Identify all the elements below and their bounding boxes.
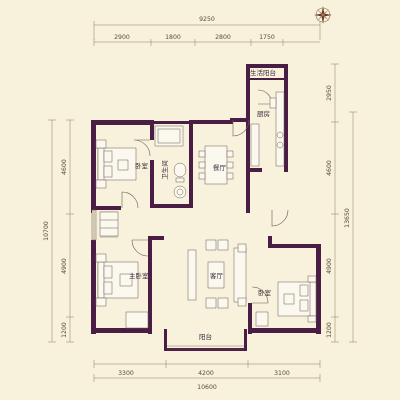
dim-bottom-total: 10600 (197, 384, 217, 391)
dim-bottom-seg-1: 3300 (118, 370, 134, 377)
label-service-balcony: 生活阳台 (250, 68, 276, 77)
label-bathroom: 卫生间 (160, 160, 169, 180)
label-kitchen: 厨房 (257, 109, 270, 118)
dim-right-total: 13650 (344, 208, 351, 228)
dim-top-seg-2: 1800 (165, 34, 181, 41)
dim-right-seg-1: 2950 (326, 85, 333, 101)
walls (91, 64, 321, 351)
label-bedroom-top: 卧室 (135, 161, 149, 170)
dim-top-seg-3: 2800 (215, 34, 231, 41)
compass-icon (314, 6, 332, 24)
windows (91, 209, 244, 350)
label-dining: 餐厅 (213, 163, 227, 172)
right-dimensions: 2950 4600 4900 1200 13650 (326, 63, 357, 343)
doors (121, 89, 289, 304)
dim-bottom-seg-3: 3100 (274, 370, 290, 377)
furniture (95, 91, 317, 329)
top-dimensions: 9250 2900 1800 2800 1750 (93, 16, 321, 46)
dim-top-seg-1: 2900 (114, 34, 130, 41)
bottom-dimensions: 3300 4200 3100 10600 (93, 360, 321, 391)
dim-right-seg-4: 1200 (326, 322, 333, 338)
label-master-bedroom: 主卧室 (129, 271, 149, 280)
label-balcony: 阳台 (199, 332, 212, 341)
label-bedroom-right: 卧室 (258, 288, 272, 297)
left-dimensions: 10700 4600 4900 1200 (43, 119, 74, 343)
dim-bottom-seg-2: 4200 (198, 370, 214, 377)
dim-left-total: 10700 (43, 221, 50, 241)
dim-left-seg-2: 4900 (61, 258, 68, 274)
dim-left-seg-3: 1200 (61, 322, 68, 338)
dim-right-seg-3: 4900 (326, 258, 333, 274)
label-living: 客厅 (210, 271, 224, 280)
dim-top-total: 9250 (199, 16, 215, 23)
dim-right-seg-2: 4600 (326, 160, 333, 176)
dim-top-seg-4: 1750 (259, 34, 275, 41)
room-labels: 生活阳台 厨房 卫生间 卧室 餐厅 客厅 主卧室 卧室 阳台 (129, 68, 276, 341)
dim-left-seg-1: 4600 (61, 159, 68, 175)
